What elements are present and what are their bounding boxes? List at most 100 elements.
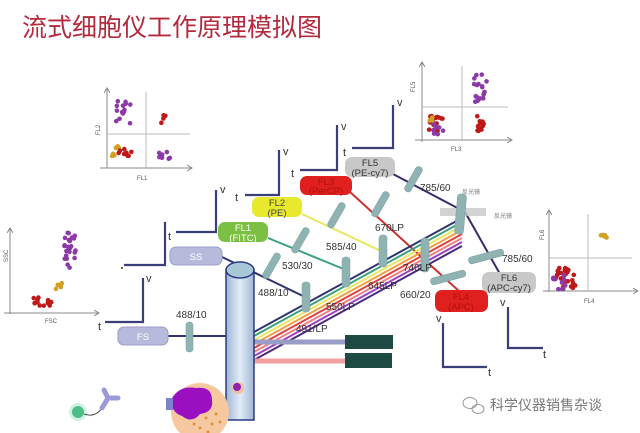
scatter-dot [156,150,162,156]
detector-fl2: FL2 (PE) [252,197,302,219]
filter-550lp [341,256,351,288]
scatter-plot-fl5-fl3: FL5 FL3 [411,62,512,153]
scatter-dot [440,128,446,133]
origin-dot [121,267,123,269]
scatter-dot [41,303,47,308]
filter-label: 530/30 [282,261,313,272]
detector-dye: (PerCP) [309,186,343,197]
filter-585 [327,202,346,229]
x-axis-label: FL3 [451,147,462,153]
scatter-dot [115,98,121,104]
t-label: t [291,168,294,180]
scatter-dot [125,153,130,159]
scatter-dot [602,233,608,238]
y-axis-label: FL6 [540,229,546,240]
scatter-dot [122,146,127,152]
detector-dye: (APC-cy7) [487,283,531,294]
scatter-dot [65,262,70,267]
scatter-dot [62,243,67,249]
scatter-dot [436,125,442,130]
signal-axis-fl6 [506,307,543,350]
scatter-dot [481,121,486,127]
scatter-dot [32,300,37,306]
scatter-dot [31,295,37,301]
scatter-dot [560,286,565,292]
watermark-text: 科学仪器销售杂谈 [490,398,602,414]
scatter-dots [426,72,489,137]
antibody-illustration [69,387,121,421]
scatter-dot [127,120,133,126]
scatter-dot [72,250,78,255]
detector-fl5: FL5 (PE-cy7) [345,157,395,179]
scatter-dots [550,232,609,292]
scatter-dots [109,98,173,162]
filter-label: 740LP [403,263,432,274]
v-label: v [283,146,289,158]
scatter-dot [62,235,68,241]
signal-axis-fl3 [300,125,339,172]
mirror-1 [454,193,467,235]
scatter-dot [66,237,72,243]
scatter-dots [31,230,78,308]
filter-label: 670LP [375,223,404,234]
x-axis-label: FL4 [584,299,595,305]
scatter-dot [556,286,561,292]
scatter-dot [566,267,571,273]
scatter-dot [427,118,433,123]
scatter-dot [551,275,557,281]
scatter-dot [479,72,485,77]
filter-fs-488 [185,321,194,353]
scatter-dot [114,108,120,113]
signal-axis-fl5 [352,105,395,150]
detector-label: FL5 [362,158,378,169]
scatter-dot [37,303,42,308]
detector-label: FS [137,332,149,343]
scatter-dot [561,273,567,279]
detector-fl3: FL3 (PerCP) [300,176,352,197]
v-label: v [146,273,152,285]
signal-axis-fs [105,278,145,324]
scatter-dot [426,127,432,132]
scatter-dot [48,299,54,305]
scatter-dot [474,113,480,119]
detector-label: FL1 [235,223,251,234]
scatter-dot [555,271,561,277]
scatter-dot [53,286,59,292]
v-label: v [397,97,403,109]
scatter-plot-ssc-fsc: SSC FSC [4,228,99,325]
filter-label: 585/40 [326,242,357,253]
v-label: v [220,184,226,196]
scatter-dot [474,94,480,100]
scatter-dot [431,127,436,133]
signal-traces: v t v t v t v t v t v t v t [98,97,546,379]
scatter-dot [481,91,487,96]
watermark: 科学仪器销售杂谈 [462,397,602,414]
y-axis-label: SSC [4,249,10,262]
detector-fl4: FL4 (APC) [435,290,488,313]
filter-ss-488 [262,252,281,279]
scatter-dot [117,116,122,122]
detector-fl1: FL1 (FITC) [218,222,268,244]
detector-dye: (FITC) [229,233,256,244]
scatter-dot [477,118,483,124]
scatter-dot [62,256,68,261]
scatter-dot [161,113,166,118]
signal-axis-fl4 [441,323,487,369]
scatter-dot [127,102,133,107]
mirror-label: 反光镜 [462,188,480,196]
detector-dye: (PE) [268,208,287,219]
x-axis-label: FSC [45,319,58,325]
scatter-dot [484,79,489,84]
scatter-dot [121,151,127,157]
filter-label: 645LP [368,281,397,292]
scatter-dot [112,153,117,158]
wechat-icon [462,397,485,414]
scatter-dot [557,265,562,271]
filter-785-right [468,248,504,265]
scatter-dot [121,109,127,114]
scatter-dot [571,272,577,278]
filter-label: 488/10 [176,310,207,321]
filter-label: 550LP [326,302,355,313]
flow-cell [225,261,255,421]
scatter-dot [480,96,486,101]
